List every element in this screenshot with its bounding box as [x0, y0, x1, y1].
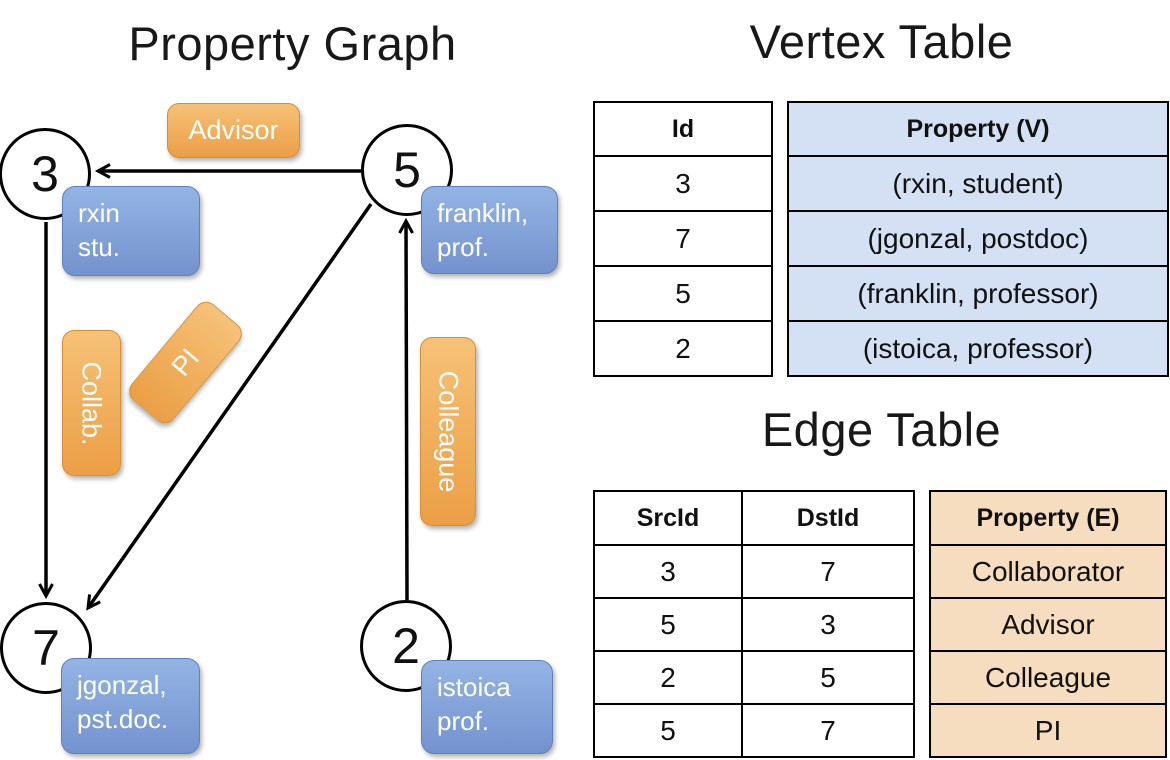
edge-label-colleague: Colleague: [420, 337, 476, 526]
edge-table: SrcId 3 5 2 5 DstId 7 3 5 7 Property (E)…: [593, 490, 1167, 758]
edge-property-cell: Colleague: [931, 650, 1165, 703]
vertex-property-cell: (franklin, professor): [789, 265, 1167, 320]
edge-label-text: PI: [165, 342, 205, 382]
edge-property-cell: PI: [931, 703, 1165, 756]
edge-label-text: Colleague: [433, 370, 464, 493]
edge-src-cell: 5: [595, 703, 741, 756]
edge-property-header: Property (E): [976, 503, 1120, 532]
vertex-property-box-rxin: rxin stu.: [62, 186, 200, 276]
edge-label-advisor: Advisor: [167, 103, 300, 158]
vertex-id-cell: 2: [595, 320, 771, 375]
vertex-table-id-column: Id 3 7 5 2: [593, 101, 773, 377]
edge-src-cell: 5: [595, 597, 741, 650]
vertex-node-5-id: 5: [393, 142, 421, 198]
edge-label-text: Collab.: [77, 360, 108, 446]
vertex-property-box-istoica: istoica prof.: [421, 660, 553, 754]
vertex-node-3-id: 3: [31, 146, 59, 202]
vertex-node-7-id: 7: [32, 620, 60, 676]
vertex-table: Id 3 7 5 2 Property (V) (rxin, student) …: [593, 101, 1169, 377]
vertex-property-line: pst.doc.: [77, 704, 169, 735]
vertex-property-box-jgonzal: jgonzal, pst.doc.: [61, 658, 200, 754]
edge-table-src-column: SrcId 3 5 2 5: [595, 492, 741, 756]
vertex-node-2: 2: [360, 600, 452, 692]
vertex-property-line: franklin,: [437, 198, 529, 228]
edge-src-cell: 2: [595, 650, 741, 703]
vertex-node-5: 5: [361, 124, 453, 216]
property-graph-title: Property Graph: [128, 17, 457, 70]
vertex-id-cell: 5: [595, 265, 771, 320]
edge-property-cell: Advisor: [931, 597, 1165, 650]
vertex-property-line: stu.: [78, 232, 120, 263]
edge-5-to-7-arrow: [88, 202, 373, 608]
edge-dst-cell: 7: [743, 544, 913, 597]
edge-dst-cell: 3: [743, 597, 913, 650]
vertex-property-cell: (jgonzal, postdoc): [789, 210, 1167, 265]
graph-edges-canvas: [0, 0, 585, 760]
vertex-property-header: Property (V): [906, 114, 1050, 143]
vertex-property-box-franklin: franklin, prof.: [421, 186, 558, 274]
vertex-table-property-column: Property (V) (rxin, student) (jgonzal, p…: [787, 101, 1169, 377]
vertex-property-cell: (istoica, professor): [789, 320, 1167, 375]
edge-property-cell: Collaborator: [931, 544, 1165, 597]
vertex-id-header: Id: [671, 114, 695, 143]
edge-2-to-5-arrow: [406, 221, 407, 601]
edge-dst-cell: 5: [743, 650, 913, 703]
edge-table-dst-column: DstId 7 3 5 7: [741, 492, 913, 756]
edge-src-header: SrcId: [636, 503, 700, 532]
edge-dst-header: DstId: [796, 503, 860, 532]
edge-dst-cell: 7: [743, 703, 913, 756]
edge-table-title: Edge Table: [761, 403, 1002, 456]
vertex-property-line: jgonzal,: [77, 670, 167, 700]
vertex-property-cell: (rxin, student): [789, 155, 1167, 210]
vertex-node-2-id: 2: [392, 618, 420, 674]
vertex-id-cell: 7: [595, 210, 771, 265]
vertex-property-line: prof.: [437, 232, 490, 263]
edge-label-collab: Collab.: [62, 330, 121, 476]
vertex-property-line: istoica: [437, 672, 511, 702]
vertex-table-title: Vertex Table: [749, 15, 1014, 68]
vertex-property-line: prof.: [437, 706, 490, 737]
edge-table-id-columns: SrcId 3 5 2 5 DstId 7 3 5 7: [593, 490, 915, 758]
vertex-property-line: rxin: [78, 198, 120, 228]
edge-label-text: Advisor: [188, 115, 279, 145]
edge-src-cell: 3: [595, 544, 741, 597]
vertex-id-cell: 3: [595, 155, 771, 210]
edge-table-property-column: Property (E) Collaborator Advisor Collea…: [929, 490, 1167, 758]
